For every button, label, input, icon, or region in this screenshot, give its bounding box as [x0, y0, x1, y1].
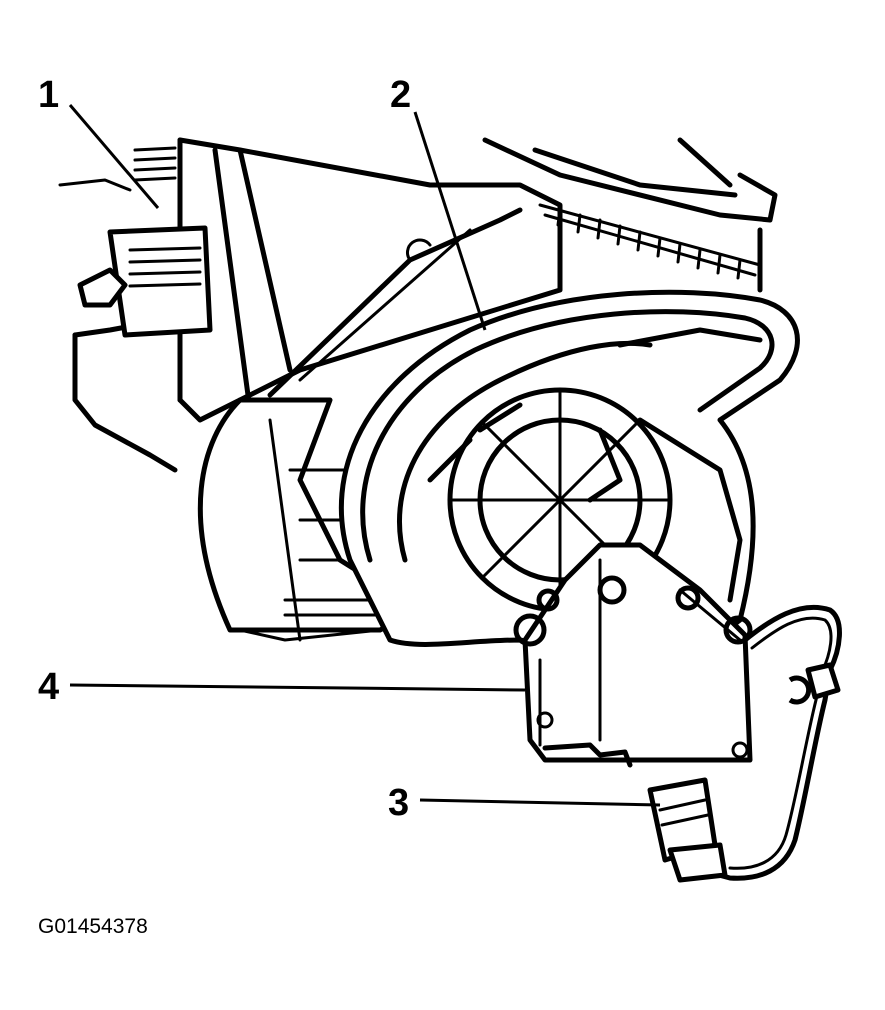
blower-motor-wheel [339, 289, 800, 653]
callout-3: 3 [388, 782, 410, 824]
leader-1 [68, 104, 160, 209]
leader-2 [413, 111, 487, 331]
case-ribs [538, 203, 762, 280]
callout-4: 4 [38, 666, 60, 708]
callout-leaders [68, 104, 661, 807]
mounting-bracket [58, 146, 213, 338]
callout-2: 2 [390, 74, 412, 116]
figure-id: G01454378 [38, 915, 148, 938]
leader-4 [69, 683, 526, 692]
blower-motor-control-module [513, 542, 753, 768]
harness-connector [647, 777, 728, 883]
leader-3 [419, 798, 661, 807]
callout-1: 1 [38, 74, 60, 116]
wiring-harness [697, 604, 842, 881]
hvac-case [58, 137, 778, 642]
